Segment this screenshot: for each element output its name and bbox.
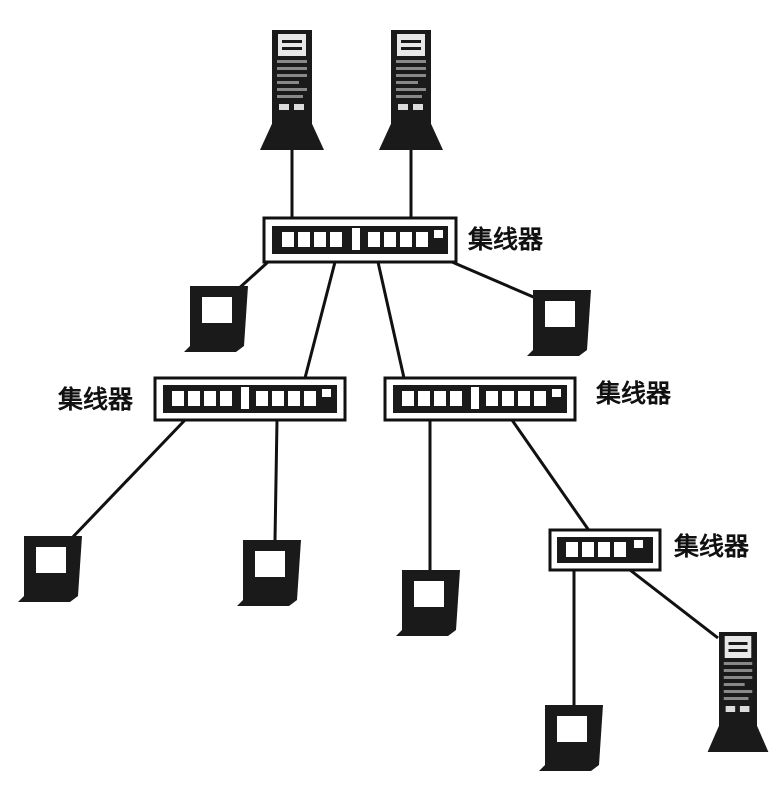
- hub-label-top: 集线器: [467, 225, 544, 254]
- link-lefthub-pc1: [68, 418, 187, 542]
- link-lefthub-pc2: [273, 419, 279, 541]
- server-3: [707, 632, 769, 752]
- link-tophub-righthub: [376, 261, 406, 379]
- computer-4: [237, 540, 301, 606]
- link-righthub-subhub: [510, 419, 592, 533]
- computer-3: [18, 536, 82, 602]
- link-subhub-server3: [629, 568, 719, 640]
- left-hub: [153, 376, 347, 422]
- computer-2: [527, 290, 591, 356]
- computer-6: [539, 705, 603, 771]
- server-2: [379, 30, 443, 150]
- hub-label-left: 集线器: [57, 385, 134, 414]
- connection-lines: [68, 150, 719, 705]
- link-tophub-lefthub: [303, 261, 337, 379]
- right-hub: [383, 376, 577, 422]
- link-tophub-pc-right: [451, 260, 546, 304]
- hub-label-right: 集线器: [595, 379, 672, 408]
- sub-hub: [548, 528, 662, 572]
- top-hub: [262, 216, 458, 264]
- hub-label-sub: 集线器: [673, 532, 750, 561]
- computer-1: [184, 286, 248, 352]
- server-1: [260, 30, 324, 150]
- computer-5: [396, 570, 460, 636]
